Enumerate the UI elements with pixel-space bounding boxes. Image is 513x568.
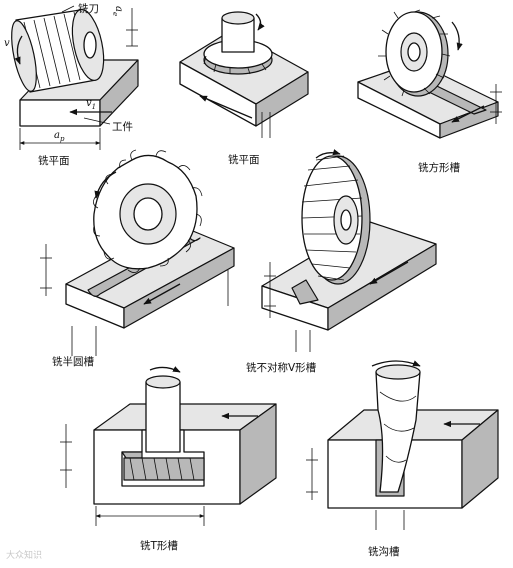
caption-square-slot: 铣方形槽 xyxy=(418,162,460,174)
caption-asym-v-slot: 铣不对称V形槽 xyxy=(246,362,317,374)
slab-cutter xyxy=(11,9,105,93)
caption-groove: 铣沟槽 xyxy=(368,546,400,558)
ap-symbol: ap xyxy=(54,130,65,143)
panel-groove xyxy=(306,360,499,530)
t-slot-cutter xyxy=(123,375,205,481)
caption-slab-milling: 铣平面 xyxy=(38,155,70,167)
v-symbol: v xyxy=(4,38,10,49)
end-mill xyxy=(375,364,421,493)
face-cutter xyxy=(203,11,273,75)
cutter-label: 铣刀 xyxy=(78,3,99,15)
angle-cutter xyxy=(301,155,371,285)
v1-symbol: v1 xyxy=(86,98,97,111)
panel-t-slot xyxy=(60,366,277,526)
panel-asym-v-slot xyxy=(261,149,437,352)
caption-face-milling: 铣平面 xyxy=(228,154,260,166)
workpiece-label: 工件 xyxy=(112,121,133,133)
panel-square-slot xyxy=(357,9,502,139)
convex-cutter xyxy=(93,149,203,273)
caption-t-slot: 铣T形槽 xyxy=(140,540,178,552)
watermark: 大众知识 xyxy=(6,551,43,561)
panel-slab-milling xyxy=(11,5,139,150)
panel-face-milling xyxy=(179,11,309,138)
caption-half-round-slot: 铣半圆槽 xyxy=(52,356,94,368)
disc-cutter-square xyxy=(378,9,451,97)
panel-half-round-slot xyxy=(40,149,235,356)
ae-symbol: ae xyxy=(111,6,124,17)
